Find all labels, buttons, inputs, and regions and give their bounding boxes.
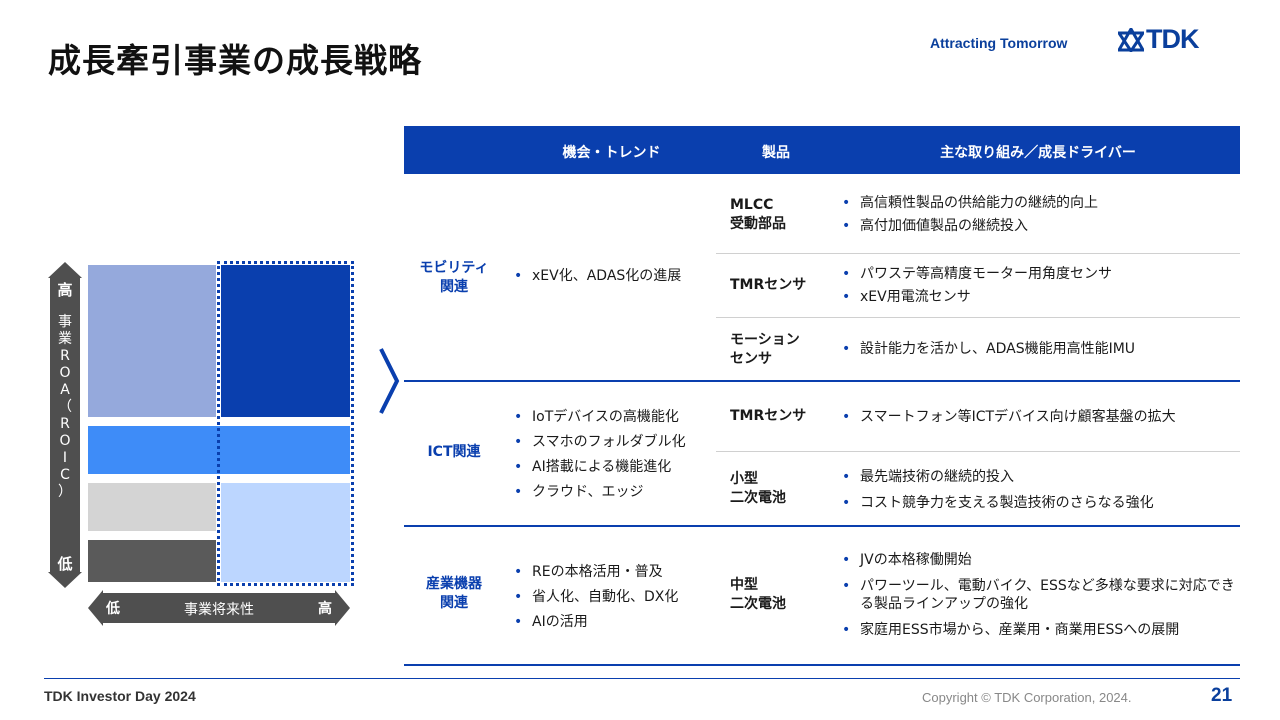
list-item: xEV化、ADAS化の進展: [514, 264, 714, 289]
trend-list: REの本格活用・普及 省人化、自動化、DX化 AIの活用: [514, 560, 714, 635]
x-axis-arrow: 低 事業将来性 高: [88, 590, 350, 626]
matrix-cell-light-blue: [221, 483, 350, 582]
business-matrix: 高 事 業 R O A （ R O I C ） 低 低 事業将来性 高: [48, 261, 358, 632]
x-axis-high-label: 高: [318, 601, 332, 617]
chevron-right-icon: [379, 348, 400, 414]
y-axis-arrow: 高 事 業 R O A （ R O I C ） 低: [48, 262, 82, 588]
list-item: パワステ等高精度モーター用角度センサ: [840, 265, 1236, 283]
table-header: 機会・トレンド 製品 主な取り組み／成長ドライバー: [404, 126, 1240, 174]
driver-list: 設計能力を活かし、ADAS機能用高性能IMU: [840, 340, 1236, 363]
product-name: 小型 二次電池: [730, 471, 786, 506]
list-item: 家庭用ESS市場から、産業用・商業用ESSへの展開: [840, 621, 1236, 639]
header-product: 製品: [762, 145, 790, 161]
list-item: 高付加価値製品の継続投入: [840, 217, 1236, 235]
tdk-emblem-icon: [1118, 27, 1144, 52]
list-item: IoTデバイスの高機能化: [514, 405, 714, 430]
x-axis-title: 事業将来性: [184, 602, 254, 618]
group-ict: ICT関連 IoTデバイスの高機能化 スマホのフォルダブル化 AI搭載による機能…: [404, 382, 1240, 527]
table-row: 小型 二次電池 最先端技術の継続的投入 コスト競争力を支える製造技術のさらなる強…: [716, 452, 1240, 527]
table-row: 中型 二次電池 JVの本格稼働開始 パワーツール、電動バイク、ESSなど多様な要…: [716, 527, 1240, 666]
table-row: モーション センサ 設計能力を活かし、ADAS機能用高性能IMU: [716, 318, 1240, 382]
table-row: TMRセンサ スマートフォン等ICTデバイス向け顧客基盤の拡大: [716, 382, 1240, 452]
footer-divider: [44, 678, 1240, 679]
trend-list: IoTデバイスの高機能化 スマホのフォルダブル化 AI搭載による機能進化 クラウ…: [514, 405, 714, 505]
list-item: スマートフォン等ICTデバイス向け顧客基盤の拡大: [840, 408, 1236, 426]
x-axis-low-label: 低: [106, 601, 120, 617]
driver-list: スマートフォン等ICTデバイス向け顧客基盤の拡大: [840, 408, 1236, 431]
header-trend: 機会・トレンド: [562, 145, 661, 161]
table-row: TMRセンサ パワステ等高精度モーター用角度センサ xEV用電流センサ: [716, 254, 1240, 318]
list-item: パワーツール、電動バイク、ESSなど多様な要求に対応できる製品ラインアップの強化: [840, 577, 1236, 613]
matrix-cell-gray: [88, 483, 216, 531]
product-name: TMRセンサ: [730, 408, 807, 424]
growth-focus-highlight: [217, 261, 354, 586]
product-name: TMRセンサ: [730, 277, 807, 293]
product-name: モーション センサ: [730, 332, 800, 367]
matrix-cell-top-left: [88, 265, 216, 417]
list-item: スマホのフォルダブル化: [514, 430, 714, 455]
y-axis-low-label: 低: [57, 555, 73, 573]
list-item: xEV用電流センサ: [840, 288, 1236, 306]
product-name: MLCC 受動部品: [730, 197, 786, 232]
page-title: 成長牽引事業の成長戦略: [48, 41, 422, 80]
list-item: AIの活用: [514, 610, 714, 635]
group-industrial: 産業機器 関連 REの本格活用・普及 省人化、自動化、DX化 AIの活用 中型 …: [404, 527, 1240, 666]
y-axis-high-label: 高: [57, 281, 73, 299]
tagline: Attracting Tomorrow: [930, 35, 1068, 51]
driver-list: 高信頼性製品の供給能力の継続的向上 高付加価値製品の継続投入: [840, 194, 1236, 240]
list-item: クラウド、エッジ: [514, 480, 714, 505]
driver-list: パワステ等高精度モーター用角度センサ xEV用電流センサ: [840, 265, 1236, 311]
logo-text: TDK: [1146, 24, 1199, 54]
list-item: コスト競争力を支える製造技術のさらなる強化: [840, 494, 1236, 512]
list-item: 省人化、自動化、DX化: [514, 585, 714, 610]
strategy-table: 機会・トレンド 製品 主な取り組み／成長ドライバー モビリティ 関連 xEV化、…: [404, 126, 1240, 666]
list-item: 高信頼性製品の供給能力の継続的向上: [840, 194, 1236, 212]
trend-list: xEV化、ADAS化の進展: [514, 264, 714, 289]
category-label: モビリティ 関連: [419, 260, 489, 295]
category-label: 産業機器 関連: [426, 576, 482, 611]
list-item: REの本格活用・普及: [514, 560, 714, 585]
matrix-cell-top-right: [221, 265, 350, 417]
driver-list: 最先端技術の継続的投入 コスト競争力を支える製造技術のさらなる強化: [840, 468, 1236, 517]
list-item: JVの本格稼働開始: [840, 551, 1236, 569]
footer-copyright: Copyright © TDK Corporation, 2024.: [922, 690, 1132, 705]
list-item: AI搭載による機能進化: [514, 455, 714, 480]
driver-list: JVの本格稼働開始 パワーツール、電動バイク、ESSなど多様な要求に対応できる製…: [840, 551, 1236, 644]
tdk-logo: TDK: [1118, 24, 1199, 55]
list-item: 設計能力を活かし、ADAS機能用高性能IMU: [840, 340, 1236, 358]
category-label: ICT関連: [427, 444, 481, 460]
footer-event: TDK Investor Day 2024: [44, 688, 196, 704]
product-name: 中型 二次電池: [730, 577, 786, 612]
table-row: MLCC 受動部品 高信頼性製品の供給能力の継続的向上 高付加価値製品の継続投入: [716, 174, 1240, 254]
page-number: 21: [1211, 685, 1233, 706]
header-driver: 主な取り組み／成長ドライバー: [940, 145, 1136, 161]
group-mobility: モビリティ 関連 xEV化、ADAS化の進展 MLCC 受動部品 高信頼性製品の…: [404, 174, 1240, 382]
matrix-cell-dark: [88, 540, 216, 582]
y-axis-title: 事 業 R O A （ R O I C ）: [58, 314, 72, 500]
list-item: 最先端技術の継続的投入: [840, 468, 1236, 486]
